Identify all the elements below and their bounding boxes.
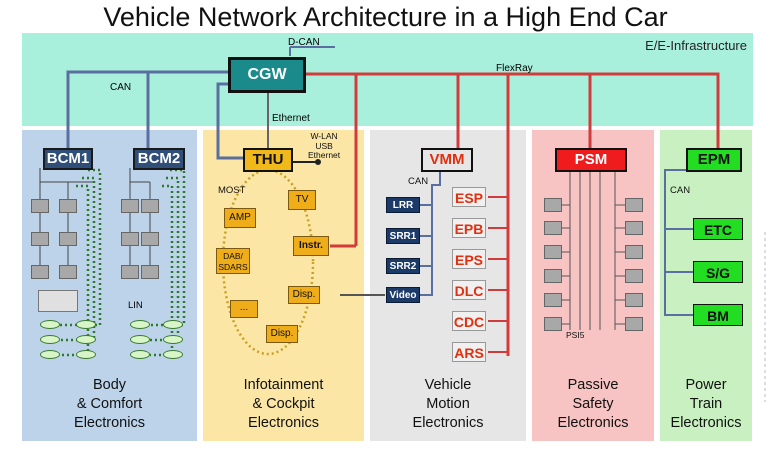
lin-node [40,350,60,359]
body-module [141,199,159,213]
safety-sensor [625,245,643,259]
thu-wireless-labels: W-LAN USB Ethernet [308,131,341,160]
dcan-label: D-CAN [288,37,320,48]
sensor-srr1: SRR1 [386,228,420,244]
domain-infotainment: Infotainment & Cockpit Electronics [203,130,364,441]
body-module-large [38,290,78,312]
flexray-label: FlexRay [496,63,533,74]
bm-ecu: BM [693,304,743,326]
domain-passive-safety-label: Passive Safety Electronics [557,377,629,432]
psm-ecu: PSM [555,148,627,172]
epm-can-line [664,169,693,316]
most-label: MOST [218,185,246,196]
epb-ecu: EPB [452,218,486,238]
bcm2-ecu: BCM2 [133,148,185,170]
body-module [121,265,139,279]
esp-ecu: ESP [452,187,486,207]
psi5-label: PSI5 [566,330,585,340]
cdc-ecu: CDC [452,311,486,331]
epm-can-label: CAN [670,185,691,196]
cgw-gateway: CGW [228,57,306,93]
vmm-can-label: CAN [408,176,429,187]
infrastructure-label: E/E-Infrastructure [645,38,747,53]
page-title: Vehicle Network Architecture in a High E… [103,2,668,32]
instrument-node: Instr. [293,236,329,256]
safety-sensor [544,293,562,307]
body-module [31,265,49,279]
lin-node [76,350,96,359]
domain-power-train: Power Train Electronics [660,130,752,441]
safety-sensor [625,221,643,235]
body-module [31,199,49,213]
can-bus-line [216,82,243,160]
infrastructure-band [22,33,753,126]
safety-sensor [625,293,643,307]
lin-node [130,320,150,329]
amp-node: AMP [224,208,256,228]
body-module [121,232,139,246]
more-node: ... [230,300,258,318]
domain-vehicle-motion: Vehicle Motion Electronics [370,130,526,441]
ars-ecu: ARS [452,342,486,362]
safety-sensor [544,269,562,283]
flexray-bus-line [306,72,720,148]
safety-sensor [625,198,643,212]
lin-label: LIN [128,300,143,311]
body-module [59,265,77,279]
tv-node: TV [288,190,316,210]
dlc-ecu: DLC [452,280,486,300]
display-node-2: Disp. [266,325,298,343]
safety-sensor [544,221,562,235]
body-module [31,232,49,246]
sensor-srr2: SRR2 [386,258,420,274]
can-bus-line [66,70,228,150]
safety-sensor [625,317,643,331]
domain-infotainment-label: Infotainment & Cockpit Electronics [243,377,324,432]
body-module [141,265,159,279]
sensor-video: Video [386,287,420,303]
bcm1-ecu: BCM1 [43,148,93,170]
display-node: Disp. [288,286,320,304]
lin-node [163,320,183,329]
safety-sensor [544,198,562,212]
thu-ecu: THU [243,148,293,172]
safety-sensor [544,317,562,331]
lin-node [130,350,150,359]
body-module [121,199,139,213]
wireless-dot [315,159,321,165]
domain-power-train-label: Power Train Electronics [670,377,742,432]
vmm-can-line [420,166,441,296]
safety-sensor [544,245,562,259]
can-label: CAN [110,82,132,93]
lin-node [163,350,183,359]
sensor-lrr: LRR [386,197,420,213]
dab-sdars-node: DAB/ SDARS [216,248,250,274]
lin-node [76,320,96,329]
etc-ecu: ETC [693,218,743,240]
lin-node [130,335,150,344]
epm-ecu: EPM [686,148,742,172]
domain-vehicle-motion-label: Vehicle Motion Electronics [412,377,484,432]
lin-node [40,320,60,329]
ethernet-label: Ethernet [272,113,310,124]
lin-node [76,335,96,344]
body-module [141,232,159,246]
body-module [59,199,77,213]
body-module [59,232,77,246]
lin-node [163,335,183,344]
domain-body-label: Body & Comfort Electronics [74,377,145,432]
safety-sensor [625,269,643,283]
domain-passive-safety: Passive Safety Electronics [532,130,654,441]
vmm-ecu: VMM [421,148,473,172]
sg-ecu: S/G [693,261,743,283]
eps-ecu: EPS [452,249,486,269]
lin-node [40,335,60,344]
